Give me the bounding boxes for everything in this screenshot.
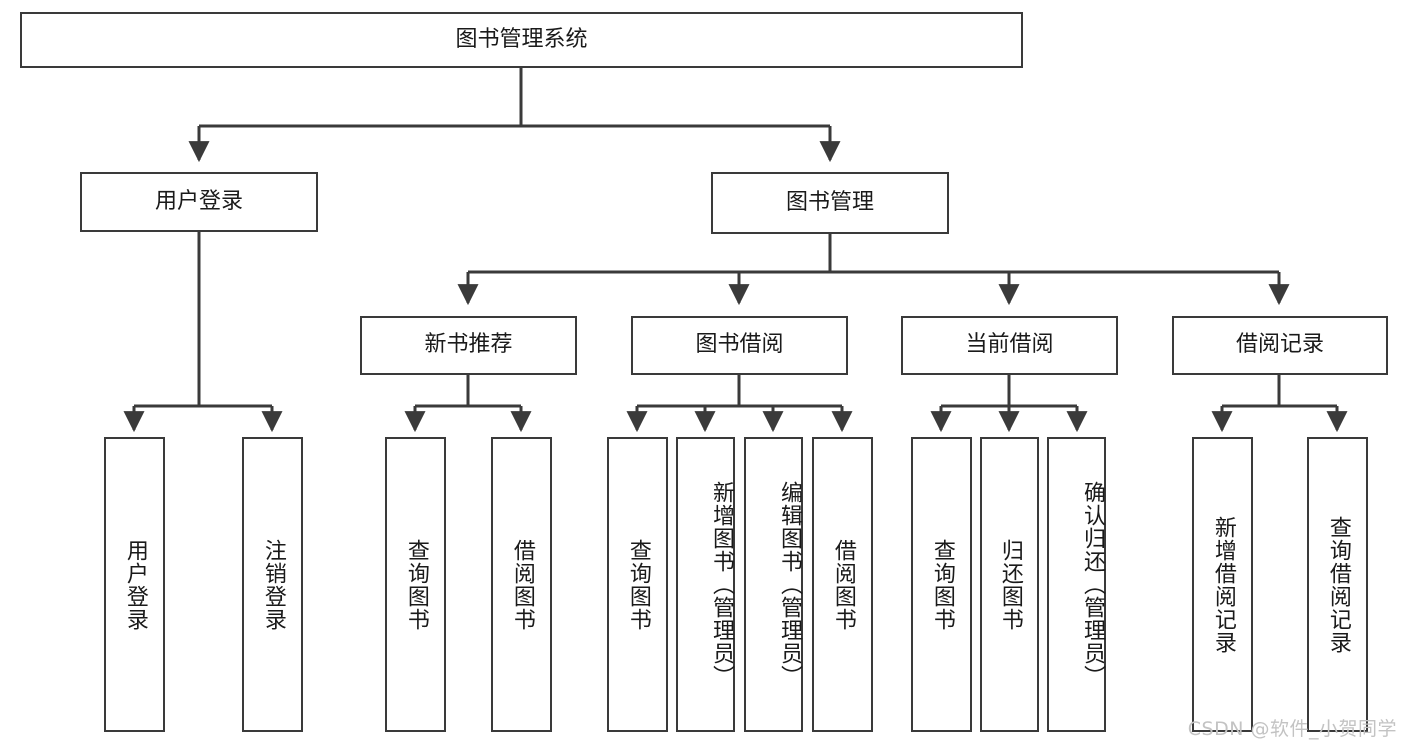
node-book-mgmt[interactable]: 图书管理 xyxy=(711,172,949,234)
node-leaf-query-book-2[interactable]: 查询图书 xyxy=(607,437,668,732)
node-leaf-borrow-book-2[interactable]: 借阅图书 xyxy=(812,437,873,732)
node-leaf-add-book[interactable]: 新增图书（管理员） xyxy=(676,437,735,732)
node-borrow-record[interactable]: 借阅记录 xyxy=(1172,316,1388,375)
node-leaf-return-book[interactable]: 归还图书 xyxy=(980,437,1039,732)
node-book-borrow[interactable]: 图书借阅 xyxy=(631,316,848,375)
node-leaf-query-record[interactable]: 查询借阅记录 xyxy=(1307,437,1368,732)
node-leaf-edit-book[interactable]: 编辑图书（管理员） xyxy=(744,437,803,732)
csdn-watermark: CSDN @软件_小贺同学 xyxy=(1187,718,1397,740)
node-leaf-query-book-1[interactable]: 查询图书 xyxy=(385,437,446,732)
node-leaf-query-book-3[interactable]: 查询图书 xyxy=(911,437,972,732)
node-leaf-confirm-return[interactable]: 确认归还（管理员） xyxy=(1047,437,1106,732)
node-root[interactable]: 图书管理系统 xyxy=(20,12,1023,68)
node-leaf-add-record[interactable]: 新增借阅记录 xyxy=(1192,437,1253,732)
node-user-login[interactable]: 用户登录 xyxy=(80,172,318,232)
node-new-book-rec[interactable]: 新书推荐 xyxy=(360,316,577,375)
node-current-borrow[interactable]: 当前借阅 xyxy=(901,316,1118,375)
node-leaf-user-login[interactable]: 用户登录 xyxy=(104,437,165,732)
node-leaf-borrow-book-1[interactable]: 借阅图书 xyxy=(491,437,552,732)
node-leaf-logout[interactable]: 注销登录 xyxy=(242,437,303,732)
